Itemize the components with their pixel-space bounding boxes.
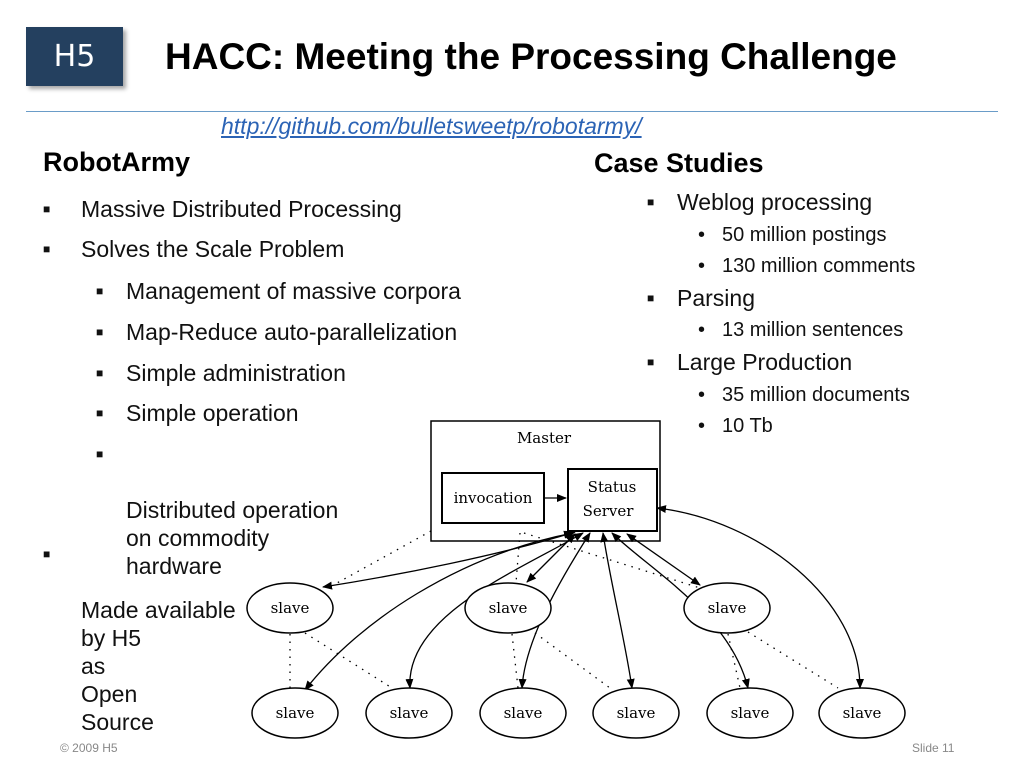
- slide-number: Slide 11: [912, 741, 955, 755]
- sub-bullet-item: ■ Simple operation: [96, 400, 299, 426]
- case-detail: • 50 million postings: [698, 224, 887, 246]
- master-label: Master: [517, 429, 572, 447]
- bullet-item: ■ Massive Distributed Processing: [43, 196, 402, 222]
- slave-label: slave: [843, 704, 882, 722]
- dot-bullet-icon: •: [698, 384, 706, 406]
- dot-bullet-icon: •: [698, 415, 706, 437]
- square-bullet-icon: ■: [96, 366, 104, 380]
- server-label: Server: [583, 502, 635, 520]
- copyright-text: © 2009 H5: [60, 741, 118, 755]
- sub-bullet-item: ■ Simple administration: [96, 360, 346, 386]
- square-bullet-icon: ■: [96, 284, 104, 298]
- robotarmy-heading: RobotArmy: [43, 147, 190, 177]
- case-item: ■ Weblog processing: [647, 189, 873, 215]
- logo-text: H5: [53, 39, 96, 74]
- slave-nodes: [246, 582, 906, 739]
- square-bullet-icon: ■: [43, 547, 51, 561]
- dot-bullet-icon: •: [698, 224, 706, 246]
- case-detail: • 35 million documents: [698, 384, 910, 406]
- slave-label: slave: [708, 599, 747, 617]
- h5-logo: H5: [26, 27, 123, 86]
- square-bullet-icon: ■: [96, 325, 104, 339]
- dot-bullet-icon: •: [698, 255, 706, 277]
- case-detail: • 13 million sentences: [698, 319, 904, 341]
- case-detail: • 130 million comments: [698, 255, 916, 277]
- invocation-label: invocation: [454, 489, 533, 507]
- square-bullet-icon: ■: [43, 242, 51, 256]
- square-bullet-icon: ■: [96, 447, 104, 461]
- slave-label: slave: [276, 704, 315, 722]
- title-divider: [26, 111, 998, 112]
- square-bullet-icon: ■: [647, 355, 655, 369]
- bullet-item: ■ Solves the Scale Problem: [43, 236, 345, 262]
- square-bullet-icon: ■: [647, 291, 655, 305]
- sub-bullet-item: ■ Management of massive corpora: [96, 278, 461, 304]
- slave-label: slave: [504, 704, 543, 722]
- status-server-box: [567, 468, 658, 532]
- slide-title: HACC: Meeting the Processing Challenge: [165, 36, 897, 77]
- bullet-item: ■ Made available by H5 as Open Source: [43, 540, 236, 736]
- case-item: ■ Large Production: [647, 349, 853, 375]
- dot-bullet-icon: •: [698, 319, 706, 341]
- square-bullet-icon: ■: [647, 195, 655, 209]
- slave-label: slave: [617, 704, 656, 722]
- status-label: Status: [588, 478, 637, 496]
- square-bullet-icon: ■: [96, 406, 104, 420]
- slave-label: slave: [390, 704, 429, 722]
- github-link[interactable]: http://github.com/bulletsweetp/robotarmy…: [221, 113, 642, 139]
- sub-bullet-item: ■ Map-Reduce auto-parallelization: [96, 319, 458, 345]
- sub-bullet-item: ■ Distributed operation on commodity har…: [96, 440, 338, 580]
- case-studies-heading: Case Studies: [594, 148, 764, 178]
- case-item: ■ Parsing: [647, 285, 755, 311]
- slave-label: slave: [731, 704, 770, 722]
- case-detail: • 10 Tb: [698, 415, 773, 437]
- slave-label: slave: [489, 599, 528, 617]
- square-bullet-icon: ■: [43, 202, 51, 216]
- slave-labels: slave slave slave slave slave slave slav…: [271, 599, 882, 722]
- slave-label: slave: [271, 599, 310, 617]
